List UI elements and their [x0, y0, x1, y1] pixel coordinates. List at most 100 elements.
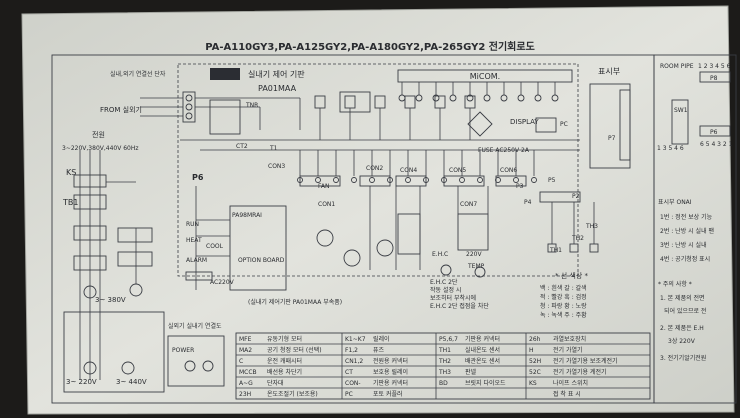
p2-label: P2: [572, 193, 580, 200]
legend-cell: 전기 가열기: [553, 346, 583, 354]
p6-right-label: P6: [710, 129, 718, 136]
board-note: (실내기 제어기판 PA01MAA 부속품): [248, 298, 342, 306]
tnr-label: TNR: [245, 102, 258, 109]
micom-block: [397, 69, 573, 83]
ehc-note-line: E.H.C 2단 접점을 차단: [430, 302, 489, 310]
con4-label: CON4: [400, 167, 417, 174]
note-line: 3번 : 난방 시 실내: [660, 241, 707, 249]
board-title: 실내기 제어 기판: [248, 69, 305, 79]
component-box: [73, 225, 107, 241]
cool-label: COOL: [206, 243, 224, 250]
component-box: [457, 213, 489, 251]
component-circle: [83, 285, 97, 299]
component-circle: [474, 266, 486, 278]
legend-cell: 52H: [529, 358, 541, 365]
heat-label: HEAT: [186, 237, 202, 244]
component-circle: [185, 103, 193, 111]
p8-connector: [699, 71, 731, 83]
component-box: [73, 194, 107, 210]
legend-cell: 52C: [529, 369, 541, 376]
component-box: [117, 227, 153, 243]
legend-cell: A~G: [239, 380, 253, 387]
component-box: [63, 311, 165, 393]
ehc-note-line: 보조히터 부착시에: [430, 294, 476, 302]
fan-label: FAN: [318, 183, 330, 190]
component-box: [167, 335, 225, 387]
con2-label: CON2: [366, 165, 383, 172]
legend-cell: H: [529, 347, 534, 354]
power-label: 전원: [92, 130, 105, 139]
component-box: [619, 89, 631, 161]
component-box: [73, 174, 107, 188]
caution-line: 2. 본 제품은 E.H: [660, 324, 704, 332]
ct2-label: CT2: [236, 143, 248, 150]
alarm-label: ALARM: [186, 257, 207, 264]
ehc-label: E.H.C: [432, 251, 448, 258]
component-circle: [202, 360, 214, 372]
wiring: [63, 82, 631, 393]
legend-cell: 기판용 커넥터: [373, 379, 408, 387]
con6-label: CON6: [500, 167, 517, 174]
component-box: [299, 175, 341, 187]
component-circle: [343, 249, 361, 267]
switch-sequence: 1 3 5 4 6: [657, 145, 684, 152]
caution-line: 3상 220V: [668, 337, 696, 345]
component-box: [209, 99, 241, 135]
display-label: DISPLAY: [510, 118, 539, 126]
legend-cell: 23H: [239, 391, 251, 398]
component-circle: [459, 177, 465, 183]
legend-cell: 접 착 표 시: [553, 390, 581, 398]
component-circle: [185, 94, 193, 102]
board-code: PA01MAA: [258, 84, 297, 93]
component-circle: [351, 177, 357, 183]
component-circle: [316, 229, 334, 247]
caution-line: 3. 전기기알기전원: [660, 354, 706, 362]
legend-cell: 브릿지 다이오드: [465, 379, 506, 387]
component-circle: [495, 177, 501, 183]
legend-cell: 실내온도 센서: [465, 346, 500, 354]
legend-cell: 운전 캐패시터: [267, 357, 302, 365]
color-row: 백 : 흰색 갈 : 갈색: [540, 284, 587, 292]
legend-cell: 보호용 릴레이: [373, 368, 408, 376]
note-line: 2번 : 난방 시 실내 팬: [660, 227, 714, 235]
caution-title: * 주의 사항 *: [658, 280, 692, 288]
component-circle: [405, 177, 411, 183]
legend-cell: 단자대: [267, 379, 284, 387]
legend-cell: 전기 가열기용 보조계전기: [553, 357, 618, 365]
sw1-label: SW1: [674, 107, 688, 114]
notes-title: 표시부 ONAI: [658, 199, 692, 206]
component-box: [547, 243, 557, 253]
component-box: [117, 251, 153, 267]
legend-cell: 판넬: [465, 368, 477, 376]
ehc-note-line: E.H.C 2단: [430, 278, 458, 286]
supply-voltage: 3~220V,380V,440V 60Hz: [62, 145, 139, 152]
tb1-label: TB1: [62, 198, 78, 207]
legend-cell: TH2: [438, 358, 451, 365]
ehc-note-line: 작동 설정 시: [430, 286, 461, 294]
right-panel: ROOM PIPE 1 2 3 4 5 6 P8 SW1 1 3 5 4 6 P…: [657, 63, 733, 362]
legend-cell: 배관온도 센서: [465, 357, 500, 365]
option-board-label: OPTION BOARD: [238, 257, 285, 264]
component-circle: [185, 112, 193, 120]
component-box: [397, 213, 421, 255]
legend-cell: 포토 커플러: [373, 390, 403, 398]
legend-cell: PC: [345, 391, 353, 398]
legend-cell: K1~K7: [345, 336, 366, 343]
p7-label: P7: [608, 135, 616, 142]
pa98mrai-board: [229, 205, 287, 291]
legend-cell: MCCB: [239, 369, 257, 376]
p5-label: P5: [548, 177, 556, 184]
legend-cell: 공기 청정 모터 (선택): [267, 346, 322, 354]
pc-label: PC: [560, 121, 568, 128]
legend-cell: MFE: [239, 336, 252, 343]
legend-cell: P5,6,7: [439, 336, 458, 343]
legend-cell: 26h: [529, 336, 541, 343]
component-box: [539, 191, 581, 203]
power-switch-label: POWER: [172, 347, 194, 354]
legend-cell: CON-: [345, 380, 361, 387]
p3-label: P3: [516, 183, 524, 190]
component-box: [589, 243, 599, 253]
display-section-label: 표시부: [598, 67, 620, 76]
component-circle: [531, 177, 537, 183]
room-pipe-label: ROOM PIPE: [660, 63, 694, 70]
